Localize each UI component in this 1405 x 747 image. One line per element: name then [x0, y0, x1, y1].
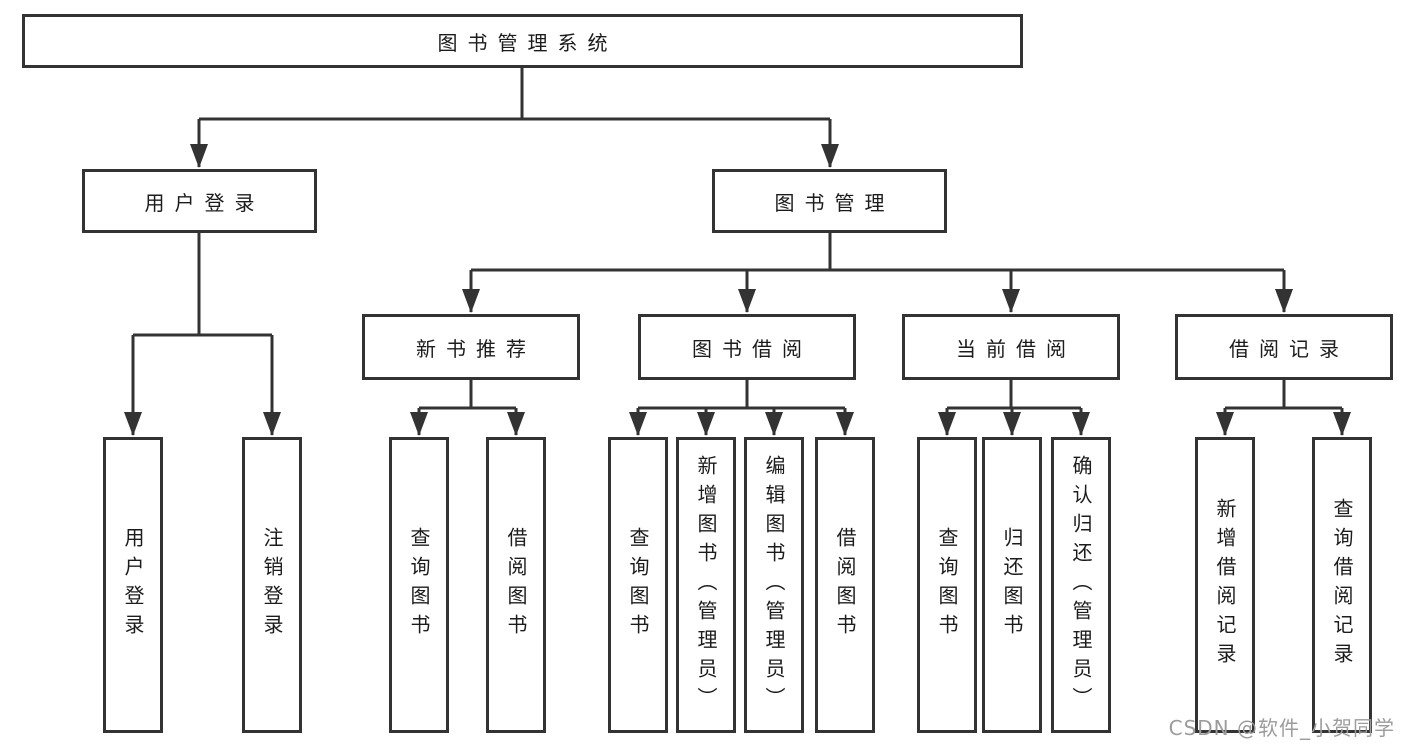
leaf-query-books-borrow: 查询图书 — [608, 437, 668, 733]
node-current-borrow: 当前借阅 — [902, 314, 1120, 380]
leaf-edit-books-admin: 编辑图书（管理员） — [744, 437, 804, 733]
leaf-query-borrow-record: 查询借阅记录 — [1312, 437, 1372, 733]
leaf-user-login: 用户登录 — [103, 437, 163, 733]
leaf-add-books-admin: 新增图书（管理员） — [676, 437, 736, 733]
leaf-query-borrow-record-label: 查询借阅记录 — [1330, 498, 1354, 672]
leaf-query-books-current-label: 查询图书 — [935, 527, 959, 643]
node-book-borrow-label: 图书借阅 — [692, 336, 812, 361]
node-book-management: 图书管理 — [712, 169, 947, 233]
node-borrow-records-label: 借阅记录 — [1229, 336, 1349, 361]
leaf-add-borrow-record: 新增借阅记录 — [1195, 437, 1255, 733]
leaf-return-books: 归还图书 — [982, 437, 1042, 733]
node-book-management-label: 图书管理 — [774, 190, 895, 215]
node-library-system-label: 图书管理系统 — [437, 30, 618, 55]
csdn-watermark: CSDN @软件_小贺同学 — [1168, 716, 1395, 740]
node-user-login: 用户登录 — [82, 169, 317, 233]
leaf-borrow-books-label: 借阅图书 — [833, 527, 857, 643]
leaf-confirm-return-admin: 确认归还（管理员） — [1051, 437, 1111, 733]
node-book-borrow: 图书借阅 — [638, 314, 856, 380]
leaf-logout-label: 注销登录 — [260, 527, 284, 643]
node-new-book-recommend: 新书推荐 — [362, 314, 580, 380]
leaf-query-books-recommend-label: 查询图书 — [407, 527, 431, 643]
leaf-add-books-admin-label: 新增图书（管理员） — [694, 454, 718, 716]
node-new-book-recommend-label: 新书推荐 — [416, 336, 536, 361]
node-borrow-records: 借阅记录 — [1175, 314, 1393, 380]
leaf-return-books-label: 归还图书 — [1000, 527, 1024, 643]
leaf-query-books-borrow-label: 查询图书 — [626, 527, 650, 643]
leaf-borrow-books-recommend-label: 借阅图书 — [504, 527, 528, 643]
node-current-borrow-label: 当前借阅 — [956, 336, 1076, 361]
leaf-edit-books-admin-label: 编辑图书（管理员） — [762, 454, 786, 716]
leaf-user-login-label: 用户登录 — [121, 527, 145, 643]
node-user-login-label: 用户登录 — [144, 190, 265, 215]
node-library-system: 图书管理系统 — [22, 14, 1023, 68]
leaf-logout: 注销登录 — [242, 437, 302, 733]
leaf-confirm-return-admin-label: 确认归还（管理员） — [1069, 454, 1093, 716]
leaf-borrow-books-recommend: 借阅图书 — [486, 437, 546, 733]
leaf-query-books-recommend: 查询图书 — [389, 437, 449, 733]
leaf-borrow-books: 借阅图书 — [815, 437, 875, 733]
leaf-add-borrow-record-label: 新增借阅记录 — [1213, 498, 1237, 672]
leaf-query-books-current: 查询图书 — [917, 437, 977, 733]
